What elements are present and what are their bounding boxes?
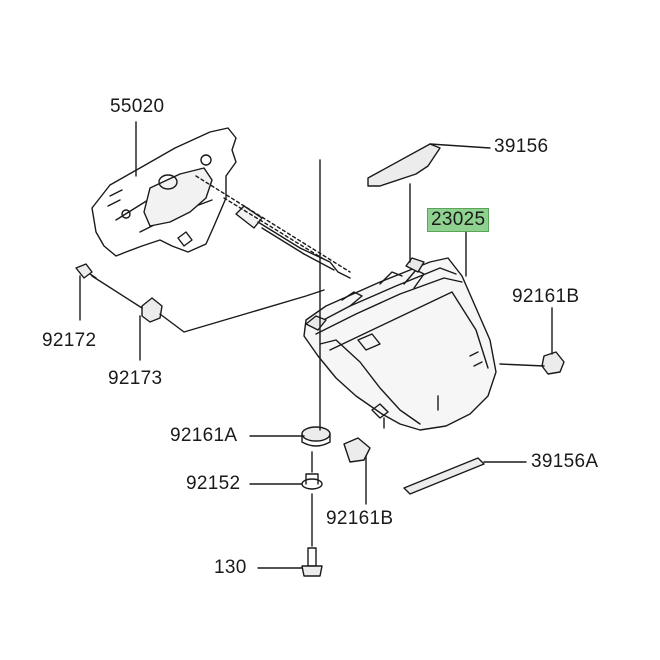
label-92161b-bottom: 92161B [326, 508, 394, 529]
label-55020: 55020 [110, 96, 165, 117]
label-130: 130 [214, 557, 247, 578]
label-92172: 92172 [42, 330, 97, 351]
label-92152: 92152 [186, 473, 241, 494]
label-92161a: 92161A [170, 425, 238, 446]
label-39156: 39156 [494, 136, 549, 157]
bolt-130 [301, 547, 323, 577]
grommet-92161b-bottom [343, 437, 371, 463]
label-39156a: 39156A [531, 451, 599, 472]
grommet-92161b-top [541, 351, 565, 375]
wire-connector [235, 205, 351, 279]
label-92173: 92173 [108, 368, 163, 389]
seal-strip-39156a [403, 457, 485, 495]
dash-leaders [195, 175, 351, 273]
clip-92173 [141, 297, 163, 323]
label-92161b-top: 92161B [512, 286, 580, 307]
label-23025-highlighted: 23025 [427, 208, 490, 232]
headlight-part-23025 [303, 257, 497, 431]
collar-92152 [301, 473, 323, 490]
seal-strip-39156 [367, 143, 441, 187]
grommet-92161a [301, 426, 331, 447]
leader-lines [79, 121, 553, 569]
bracket-part-55020 [91, 127, 237, 257]
